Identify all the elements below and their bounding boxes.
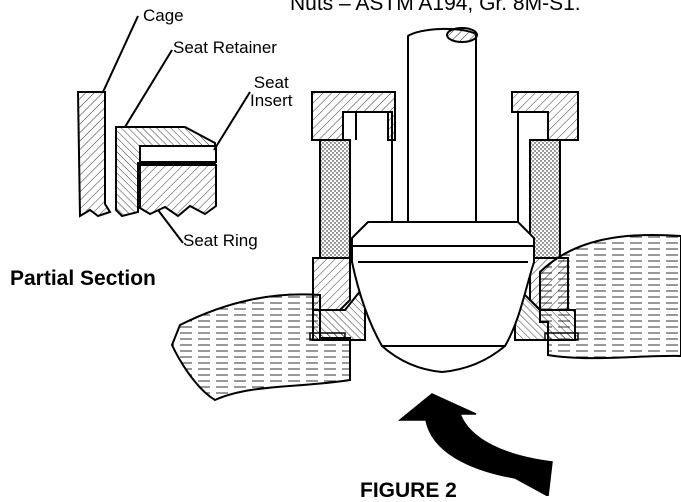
valve-plug xyxy=(351,221,535,347)
partial-section-title: Partial Section xyxy=(10,267,156,290)
bonnet-right xyxy=(511,91,579,141)
seat-ring-leader xyxy=(157,209,184,244)
seat-ring-label: Seat Ring xyxy=(183,231,258,250)
stem-top-section xyxy=(446,27,478,43)
header-note: Nuts – ASTM A194, Gr. 8M-S1. xyxy=(290,0,581,15)
cage-section xyxy=(76,91,112,218)
seat-retainer-leader xyxy=(124,49,173,128)
cage-inner-frame xyxy=(355,111,549,222)
seat-ring-section xyxy=(139,164,217,218)
cage-wall-left xyxy=(319,139,351,259)
seat-retainer-left xyxy=(312,257,351,311)
partial-section-inset xyxy=(76,15,251,244)
seat-insert-section xyxy=(139,145,217,163)
bonnet-left xyxy=(311,91,396,141)
valve-assembly xyxy=(170,27,681,402)
figure-caption: FIGURE 2 xyxy=(360,479,457,502)
cage-leader xyxy=(102,15,139,93)
gasket-right xyxy=(544,332,579,341)
valve-body-left xyxy=(170,293,351,402)
flow-direction-arrow-icon xyxy=(397,393,553,496)
seat-insert-label: Seat Insert xyxy=(250,74,293,110)
seat-insert-label-line1: Seat xyxy=(253,73,289,92)
seat-insert-label-line2: Insert xyxy=(250,90,293,110)
cage-label: Cage xyxy=(143,6,184,25)
gasket-left xyxy=(309,332,346,341)
valve-stem xyxy=(407,27,477,223)
seat-insert-leader xyxy=(213,91,251,151)
seat-retainer-right xyxy=(529,257,569,311)
seat-retainer-label: Seat Retainer xyxy=(173,38,277,57)
seat-ring-right xyxy=(514,282,576,341)
